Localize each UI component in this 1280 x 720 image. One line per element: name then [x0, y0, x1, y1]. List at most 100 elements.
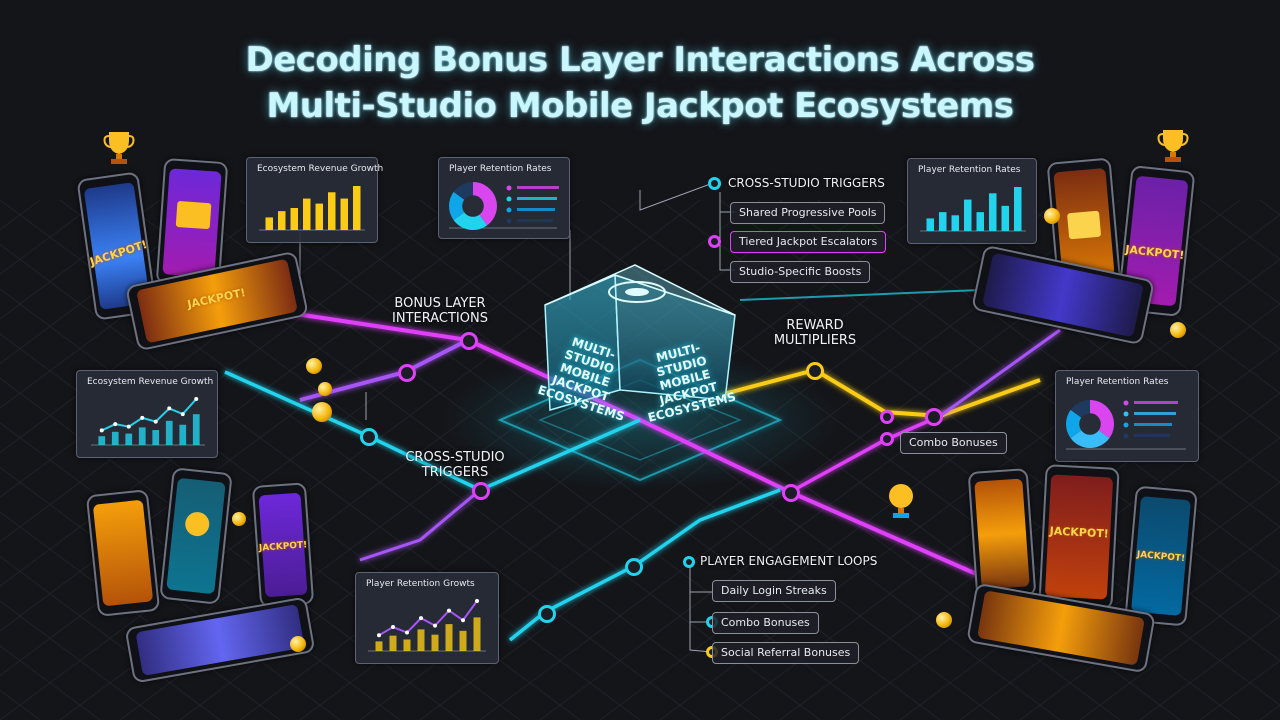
bar: [939, 212, 947, 231]
node-yellow-right[interactable]: [925, 408, 943, 426]
node-magenta-right[interactable]: [782, 484, 800, 502]
engagement-heading: PLAYER ENGAGEMENT LOOPS: [700, 554, 878, 568]
label-cross-studio: CROSS-STUDIO TRIGGERS: [405, 450, 505, 480]
legend-bar: [517, 186, 559, 189]
node-reward[interactable]: [806, 362, 824, 380]
bar: [1001, 205, 1009, 231]
bar: [431, 634, 439, 651]
pie-hole: [462, 195, 484, 217]
label-reward-multipliers: REWARD MULTIPLIERS: [773, 318, 857, 348]
chart-retention-growth: [368, 599, 486, 652]
node-purple-left[interactable]: [398, 364, 416, 382]
panel-retention-growth: Player Retention Growts: [355, 572, 499, 664]
panel-title: Player Retention Rates: [918, 165, 1021, 175]
bar: [375, 641, 383, 651]
bar: [265, 217, 273, 230]
pie-hole: [1079, 413, 1101, 435]
pie-slice: [449, 191, 473, 221]
legend-bar: [1134, 401, 1178, 404]
bar: [340, 198, 348, 230]
grid-line: [1259, 704, 1280, 720]
bar: [417, 629, 425, 651]
panel-retention-pie-top: Player Retention Rates: [438, 157, 570, 239]
node-cross-studio[interactable]: [472, 482, 490, 500]
panel-title: Player Retention Rates: [1066, 377, 1169, 387]
node-bonus[interactable]: [460, 332, 478, 350]
coin-icon: [290, 636, 306, 652]
bar: [179, 424, 187, 445]
bar: [403, 639, 411, 651]
legend-dot: [1123, 422, 1129, 428]
trophy-icon: [103, 132, 135, 164]
grid-line: [0, 600, 161, 720]
bar: [165, 420, 173, 445]
chart-retention-pie: [449, 182, 559, 230]
series-line: [378, 600, 478, 637]
node-combo[interactable]: [880, 432, 894, 446]
bar: [926, 218, 934, 231]
pill-studio-boosts[interactable]: Studio-Specific Boosts: [730, 261, 871, 283]
pill-combo-right[interactable]: Combo Bonuses: [900, 432, 1007, 454]
node-pin[interactable]: [880, 410, 894, 424]
legend-dot: [506, 218, 512, 224]
pie-slice: [1070, 424, 1110, 448]
bar: [152, 430, 160, 445]
pill-daily-login[interactable]: Daily Login Streaks: [712, 580, 836, 602]
bar: [328, 192, 336, 230]
point: [140, 415, 145, 420]
pie-slice: [453, 206, 488, 230]
pie-slice: [1066, 409, 1090, 439]
point: [377, 633, 381, 638]
phone-left-3: [85, 489, 161, 617]
node-tiered: [708, 235, 721, 248]
point: [167, 406, 172, 411]
bar: [98, 436, 106, 445]
grid-line: [1139, 199, 1280, 305]
trophy-icon: [1157, 130, 1189, 162]
phone-right-4: JACKPOT!: [1038, 464, 1120, 610]
panel-title: Player Retention Growts: [366, 579, 475, 589]
phone-right-3: [967, 468, 1037, 600]
trophy-icon: [889, 484, 913, 518]
point: [447, 608, 451, 613]
pill-tiered-jackpot[interactable]: Tiered Jackpot Escalators: [730, 231, 887, 253]
pie-slice: [1090, 400, 1114, 439]
coin-icon: [1170, 322, 1186, 338]
legend-bar: [1134, 423, 1172, 426]
node-cyan-left[interactable]: [360, 428, 378, 446]
legend-bar: [517, 208, 555, 211]
point: [180, 412, 185, 417]
node-bottom-cyan[interactable]: [625, 558, 643, 576]
bar: [125, 433, 133, 445]
cyan-flow-line: [224, 370, 641, 492]
grid-line: [1079, 199, 1280, 350]
pill-social-referral[interactable]: Social Referral Bonuses: [712, 642, 860, 664]
bar: [353, 186, 361, 230]
bar: [303, 198, 311, 230]
cross-studio-heading: CROSS-STUDIO TRIGGERS: [728, 176, 885, 190]
panel-retention-bars-top-right: Player Retention Rates: [907, 158, 1037, 244]
point: [461, 618, 465, 623]
panel-title: Ecosystem Revenue Growth: [257, 164, 384, 174]
coin-icon: [936, 612, 952, 628]
chart-retention-pie-right: [1066, 400, 1186, 450]
bar: [290, 208, 298, 230]
bar: [964, 199, 972, 231]
bar: [445, 624, 453, 651]
panel-title: Player Retention Rates: [449, 164, 552, 174]
node-bottom-left[interactable]: [538, 605, 556, 623]
phone-left-5: JACKPOT!: [251, 482, 315, 608]
grid-line: [0, 199, 41, 231]
legend-bar: [517, 219, 553, 222]
legend-dot: [1123, 433, 1129, 439]
central-cube: [544, 264, 736, 411]
legend-dot: [1123, 400, 1129, 406]
bar: [1014, 187, 1022, 231]
pill-combo-bonuses[interactable]: Combo Bonuses: [712, 612, 819, 634]
point: [419, 616, 423, 621]
legend-bar: [517, 197, 557, 200]
panel-retention-pie-right: Player Retention Rates: [1055, 370, 1199, 462]
point: [391, 625, 395, 630]
pill-shared-progressive[interactable]: Shared Progressive Pools: [730, 202, 886, 224]
bar: [459, 630, 467, 651]
